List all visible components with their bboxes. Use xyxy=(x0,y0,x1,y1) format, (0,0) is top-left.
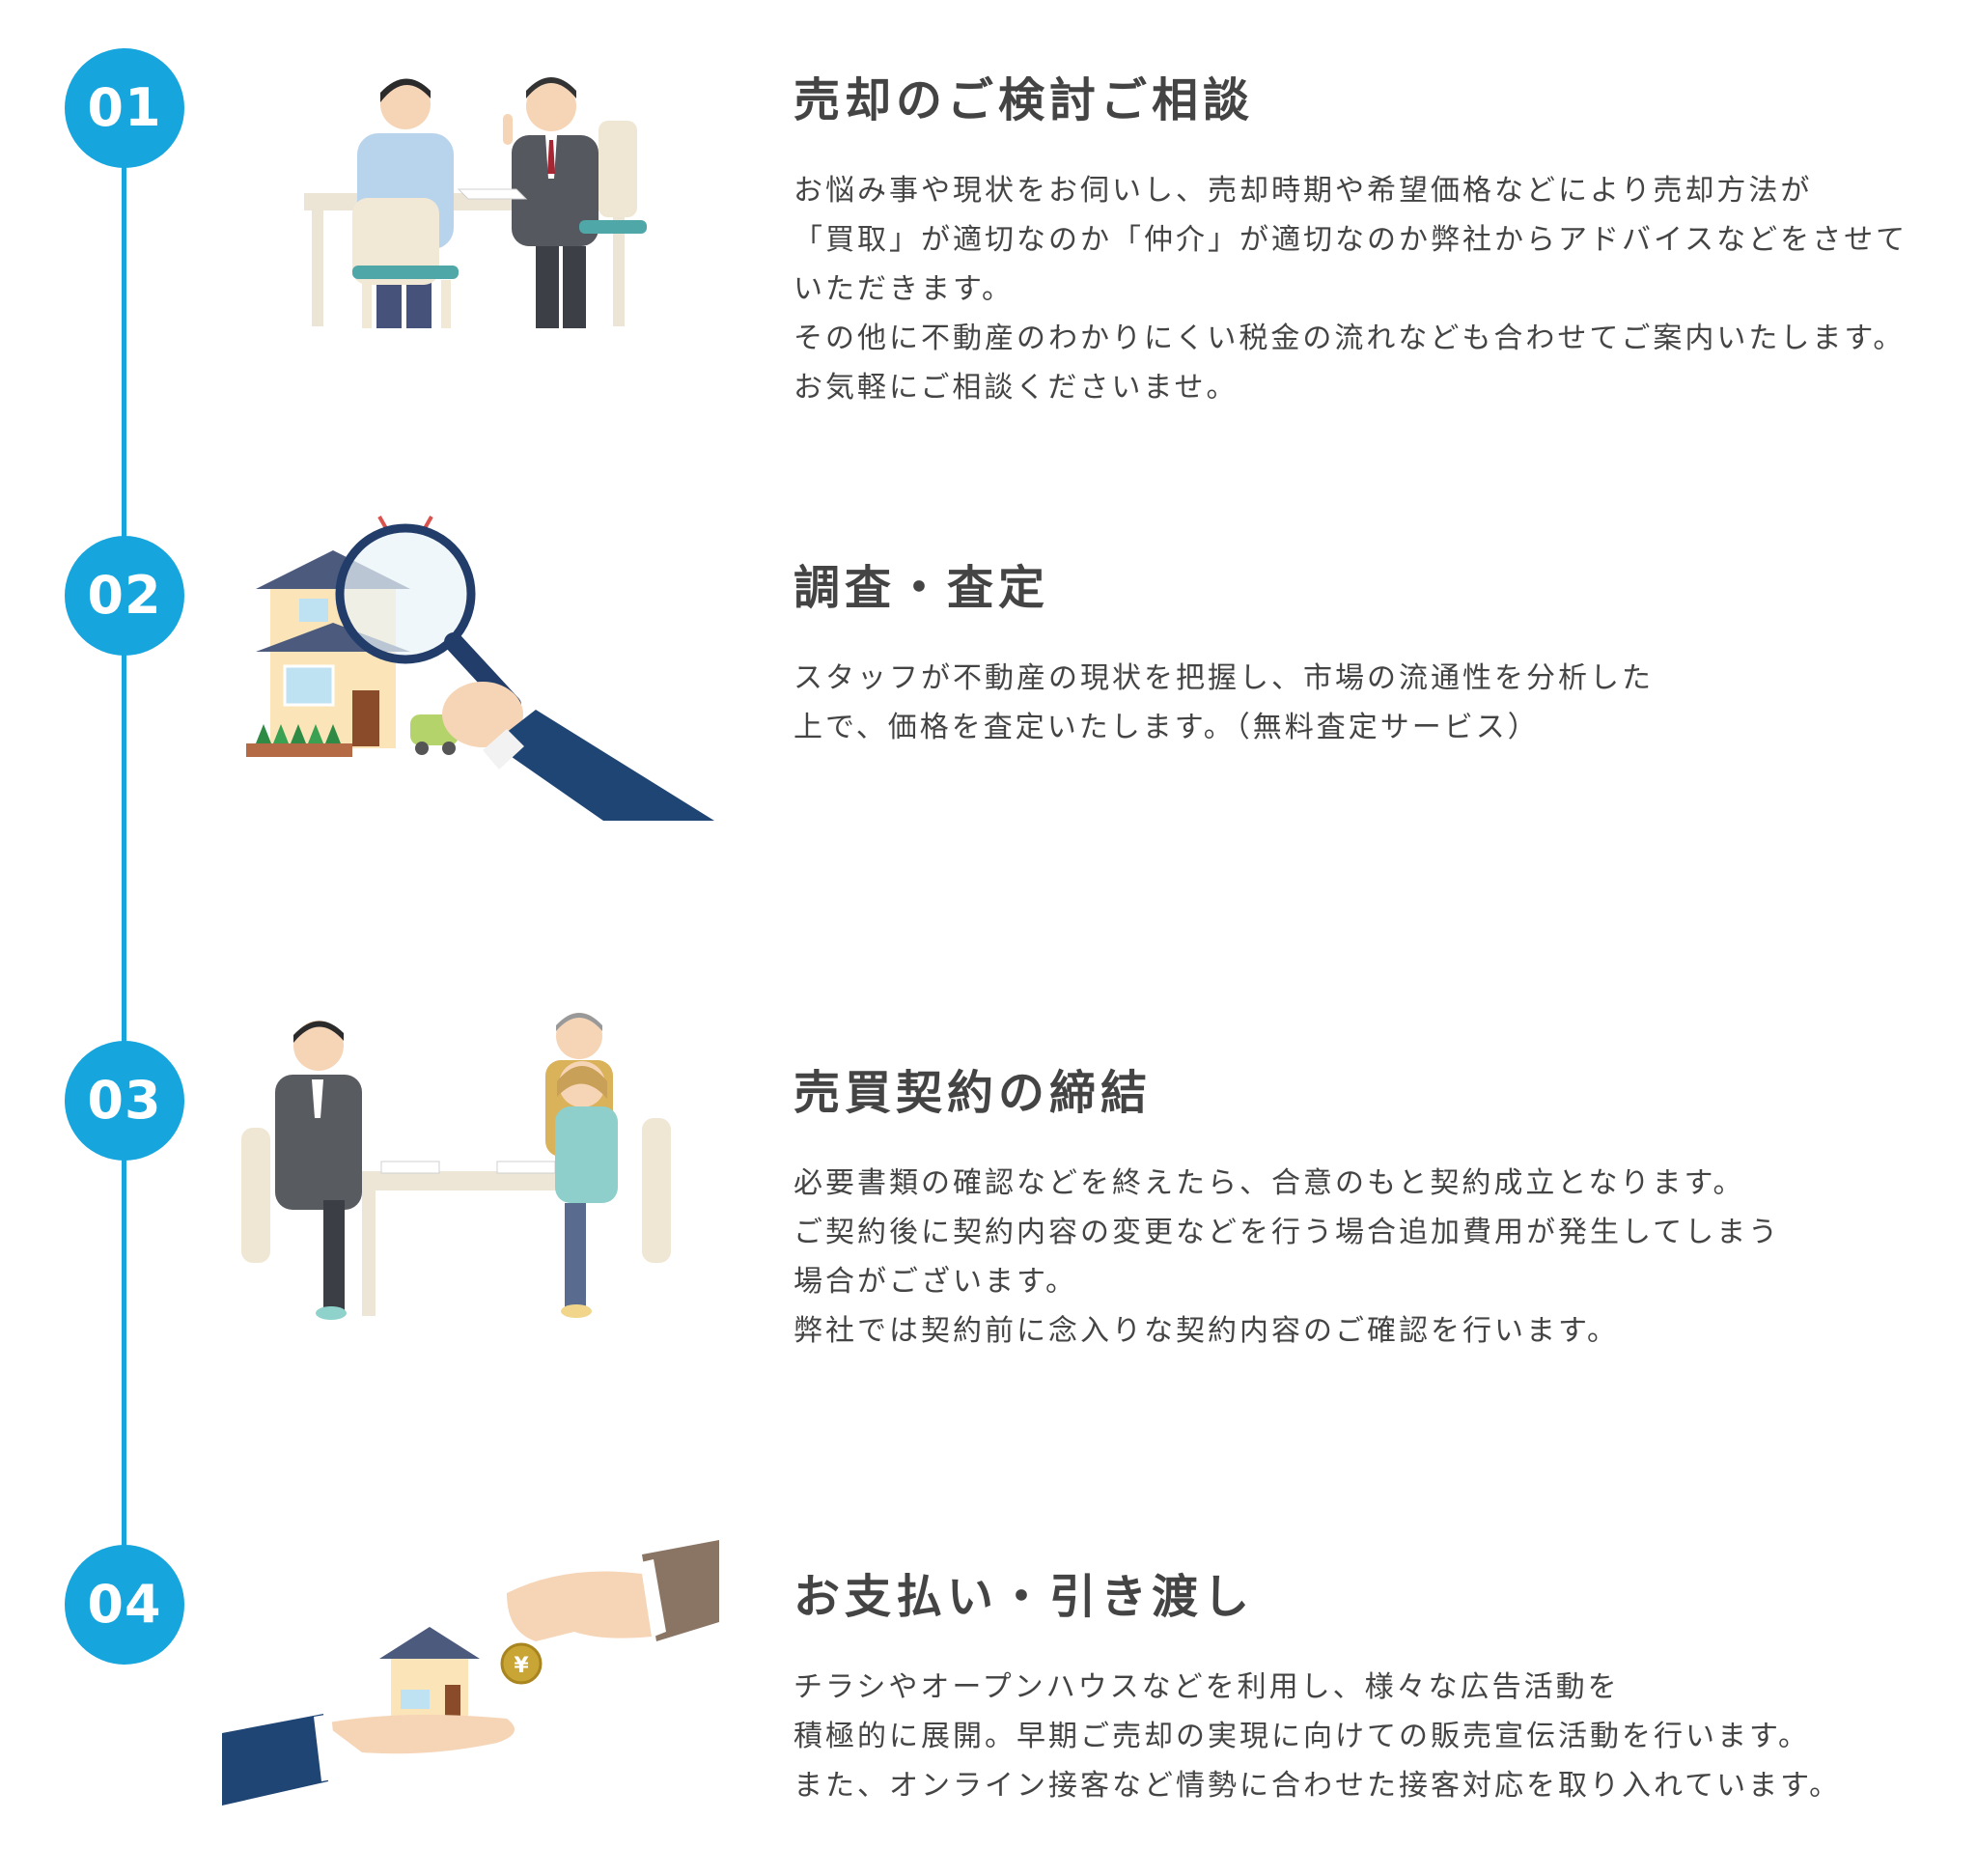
step-description-line: いただきます。 xyxy=(794,272,1014,306)
consultation-illustration xyxy=(217,10,719,338)
step-title: お支払い・引き渡し xyxy=(794,1570,1255,1624)
step-number-badge: 02 xyxy=(65,536,184,656)
step-description: 必要書類の確認などを終えたら、合意のもと契約成立となります。 ご契約後に契約内容… xyxy=(794,1159,1952,1356)
step-title: 売却のご検討ご相談 xyxy=(794,73,1255,127)
step-description-line: チラシやオープンハウスなどを利用し、様々な広告活動を xyxy=(794,1670,1620,1704)
payment-handover-illustration: ¥ xyxy=(217,1526,719,1854)
step-description: チラシやオープンハウスなどを利用し、様々な広告活動を 積極的に展開。早期ご売却の… xyxy=(794,1663,1952,1810)
step-description-line: スタッフが不動産の現状を把握し、市場の流通性を分析した xyxy=(794,661,1654,695)
step-content: 売買契約の締結 必要書類の確認などを終えたら、合意のもと契約成立となります。 ご… xyxy=(794,1041,1952,1356)
step-description-line: ご契約後に契約内容の変更などを行う場合追加費用が発生してしまう xyxy=(794,1216,1781,1249)
timeline-line xyxy=(122,111,126,1598)
step-content: お支払い・引き渡し チラシやオープンハウスなどを利用し、様々な広告活動を 積極的… xyxy=(794,1545,1952,1810)
step-description-line: 「買取」が適切なのか「仲介」が適切なのか弊社からアドバイスなどをさせて xyxy=(794,223,1908,257)
step-description-line: 弊社では契約前に念入りな契約内容のご確認を行います。 xyxy=(794,1314,1619,1348)
step-description-line: また、オンライン接客など情勢に合わせた接客対応を取り入れています。 xyxy=(794,1769,1842,1803)
inspection-magnifier-illustration xyxy=(217,497,719,826)
step-description-line: お悩み事や現状をお伺いし、売却時期や希望価格などにより売却方法が xyxy=(794,174,1813,208)
step-description: スタッフが不動産の現状を把握し、市場の流通性を分析した 上で、価格を査定いたしま… xyxy=(794,654,1952,752)
step-description-line: 上で、価格を査定いたします。（無料査定サービス） xyxy=(794,711,1540,744)
step-number-badge: 03 xyxy=(65,1041,184,1161)
step-content: 売却のご検討ご相談 お悩み事や現状をお伺いし、売却時期や希望価格などにより売却方… xyxy=(794,48,1952,412)
step-description-line: 積極的に展開。早期ご売却の実現に向けての販売宣伝活動を行います。 xyxy=(794,1720,1810,1753)
step-title: 調査・査定 xyxy=(794,561,1050,615)
step-number-badge: 04 xyxy=(65,1545,184,1665)
step-title: 売買契約の締結 xyxy=(794,1066,1153,1120)
step-description: お悩み事や現状をお伺いし、売却時期や希望価格などにより売却方法が 「買取」が適切… xyxy=(794,166,1952,412)
step-description-line: その他に不動産のわかりにくい税金の流れなども合わせてご案内いたします。 xyxy=(794,322,1906,355)
contract-meeting-illustration xyxy=(217,1002,719,1330)
step-content: 調査・査定 スタッフが不動産の現状を把握し、市場の流通性を分析した 上で、価格を… xyxy=(794,536,1952,752)
step-description-line: 必要書類の確認などを終えたら、合意のもと契約成立となります。 xyxy=(794,1166,1745,1200)
step-description-line: 場合がございます。 xyxy=(794,1265,1077,1299)
step-description-line: お気軽にご相談くださいませ。 xyxy=(794,371,1239,405)
svg-text:¥: ¥ xyxy=(514,1654,529,1678)
step-number-badge: 01 xyxy=(65,48,184,168)
